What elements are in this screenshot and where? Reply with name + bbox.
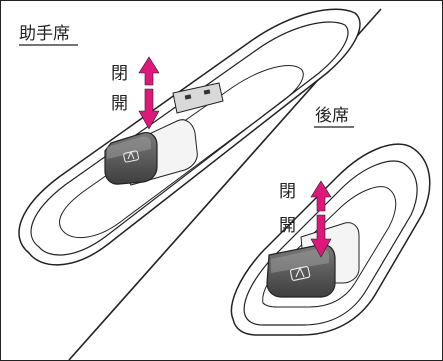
auto-symbol-icon	[289, 266, 311, 281]
rear-open-arrow	[310, 214, 332, 258]
front-close-label: 閉	[111, 64, 128, 84]
rear-close-arrow	[310, 180, 332, 212]
rear-close-label: 閉	[279, 182, 296, 202]
front-open-arrow	[138, 88, 160, 130]
front-passenger-heading: 助手席	[19, 24, 70, 44]
rear-window-switch[interactable]	[266, 244, 336, 298]
front-close-arrow	[138, 56, 160, 86]
rear-open-label: 開	[279, 216, 296, 236]
front-window-switch[interactable]	[104, 132, 158, 185]
front-open-label: 開	[111, 94, 128, 114]
front-passenger-switch-panel	[18, 8, 361, 266]
rear-seat-heading: 後席	[315, 106, 349, 126]
auto-symbol-icon	[123, 150, 140, 163]
